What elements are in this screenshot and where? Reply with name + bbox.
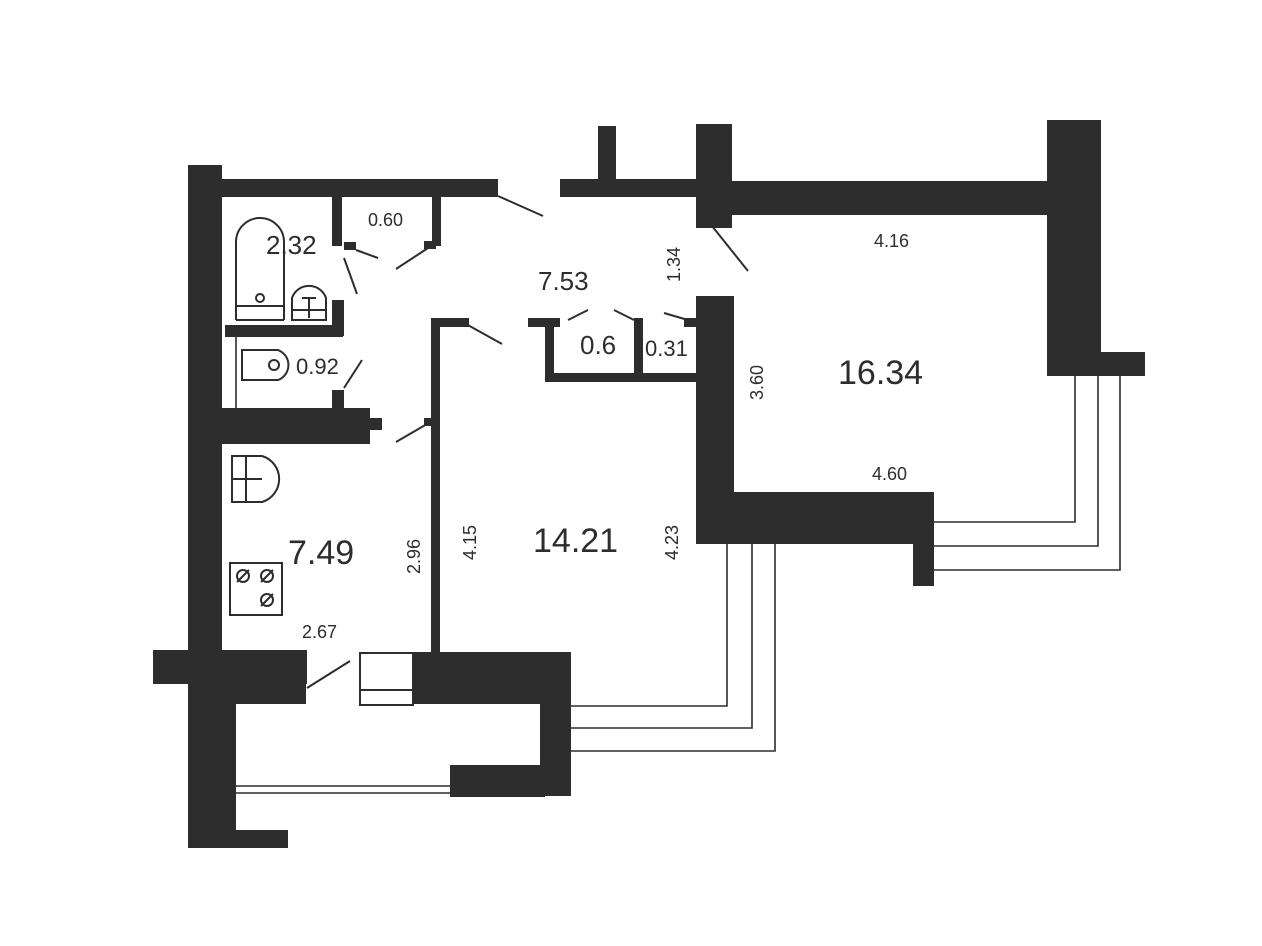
wall-bedroom-right-foot	[1100, 352, 1145, 376]
wall-bottom-left-leg	[188, 700, 236, 848]
area-toilet: 0.92	[296, 354, 339, 379]
wall-top-left	[188, 179, 498, 197]
door-toilet	[343, 359, 363, 389]
door-closet-jamb	[424, 241, 436, 249]
wall-storage-middle	[634, 318, 643, 382]
dim-bedroom-side: 3.60	[747, 365, 767, 400]
dimension-labels: 4.16 1.34 3.60 4.60 2.96 4.15 4.23 2.67	[302, 231, 909, 642]
wall-bottom-left-foot	[188, 830, 288, 848]
wall-bedroom-bottom	[696, 492, 934, 544]
doors	[306, 195, 749, 706]
door-kitchen-jamb	[424, 418, 436, 426]
living-window-line-3	[571, 544, 776, 752]
area-storage-a: 0.6	[580, 330, 616, 360]
door-bathroom-leaf	[355, 249, 379, 259]
area-kitchen: 7.49	[288, 534, 354, 572]
burner-icon	[236, 569, 250, 583]
dim-kitchen-bottom: 2.67	[302, 622, 337, 642]
door-bathroom-jamb	[344, 242, 356, 250]
toilet-bowl-icon	[241, 349, 290, 381]
wall-living-left-cap	[431, 318, 469, 327]
area-closet: 0.60	[368, 210, 403, 230]
bedroom-window-line-1	[934, 376, 1076, 523]
dim-kitchen-side: 2.96	[404, 539, 424, 574]
area-storage-b: 0.31	[645, 336, 688, 361]
bedroom-window-line-2	[934, 376, 1099, 547]
burner-mark-icon	[236, 569, 250, 583]
wall-storage-top-right	[684, 318, 698, 327]
living-window-line-2	[571, 544, 753, 729]
balcony-door-frame	[359, 652, 414, 706]
wall-closet-left	[332, 190, 342, 246]
door-storage-a	[567, 309, 589, 321]
wall-living-left	[431, 318, 440, 654]
wall-living-bottom-right	[540, 652, 571, 796]
living-window-line-1	[571, 544, 728, 707]
wall-bedroom-bottom-stub	[913, 492, 934, 586]
wall-toilet-right	[332, 300, 344, 336]
room-labels: 2.32 0.60 7.53 0.6 0.31 0.92 7.49 14.21 …	[266, 210, 923, 572]
walls	[153, 120, 1145, 848]
wall-kitchen-top-stub	[370, 418, 382, 430]
bathtub-icon	[235, 217, 285, 310]
stove-burners	[236, 569, 274, 607]
wall-bedroom-top	[696, 181, 1056, 215]
wall-storage-left	[545, 318, 554, 382]
burner-icon	[260, 569, 274, 583]
wall-kitchen-top	[188, 408, 370, 444]
bathtub-drain-icon	[255, 293, 265, 303]
door-closet	[395, 247, 429, 270]
dim-hall-door: 1.34	[664, 247, 684, 282]
door-storage-a2	[613, 309, 635, 321]
wall-storage-bottom	[545, 373, 697, 382]
area-bedroom: 16.34	[838, 354, 923, 392]
wall-top-stub	[598, 126, 616, 186]
wall-closet-right	[432, 190, 441, 246]
wall-kitchen-bottom-block	[188, 650, 306, 704]
kitchen-sink-icon	[231, 455, 281, 503]
dim-bedroom-top: 4.16	[874, 231, 909, 251]
door-bathroom	[343, 257, 358, 295]
windows	[235, 337, 1121, 794]
wall-top-middle	[560, 179, 700, 197]
area-bathroom: 2.32	[266, 230, 317, 260]
dim-living-right: 4.23	[662, 525, 682, 560]
door-storage-b	[663, 312, 689, 321]
dim-bedroom-bottom: 4.60	[872, 464, 907, 484]
dim-living-left: 4.15	[460, 525, 480, 560]
area-living-room: 14.21	[533, 522, 618, 560]
bedroom-window-line-3	[934, 376, 1121, 571]
wall-bath-bottom	[225, 325, 343, 337]
toilet-bowl-hole-icon	[268, 359, 280, 371]
burner-mark-icon	[260, 569, 274, 583]
area-hallway: 7.53	[538, 266, 589, 296]
door-bedroom	[711, 225, 749, 272]
wall-balcony-corner	[450, 765, 545, 797]
burner-mark-icon	[260, 593, 274, 607]
wall-storage-top-left	[528, 318, 560, 327]
door-balcony-kitchen	[306, 660, 351, 689]
bathroom-toilet-icon	[291, 284, 327, 321]
door-kitchen	[395, 423, 428, 443]
fixtures	[229, 217, 327, 616]
stove-icon	[229, 562, 283, 616]
wall-bedroom-right	[1047, 120, 1101, 376]
burner-icon	[260, 593, 274, 607]
door-entrance	[497, 195, 544, 217]
door-living	[465, 323, 503, 345]
